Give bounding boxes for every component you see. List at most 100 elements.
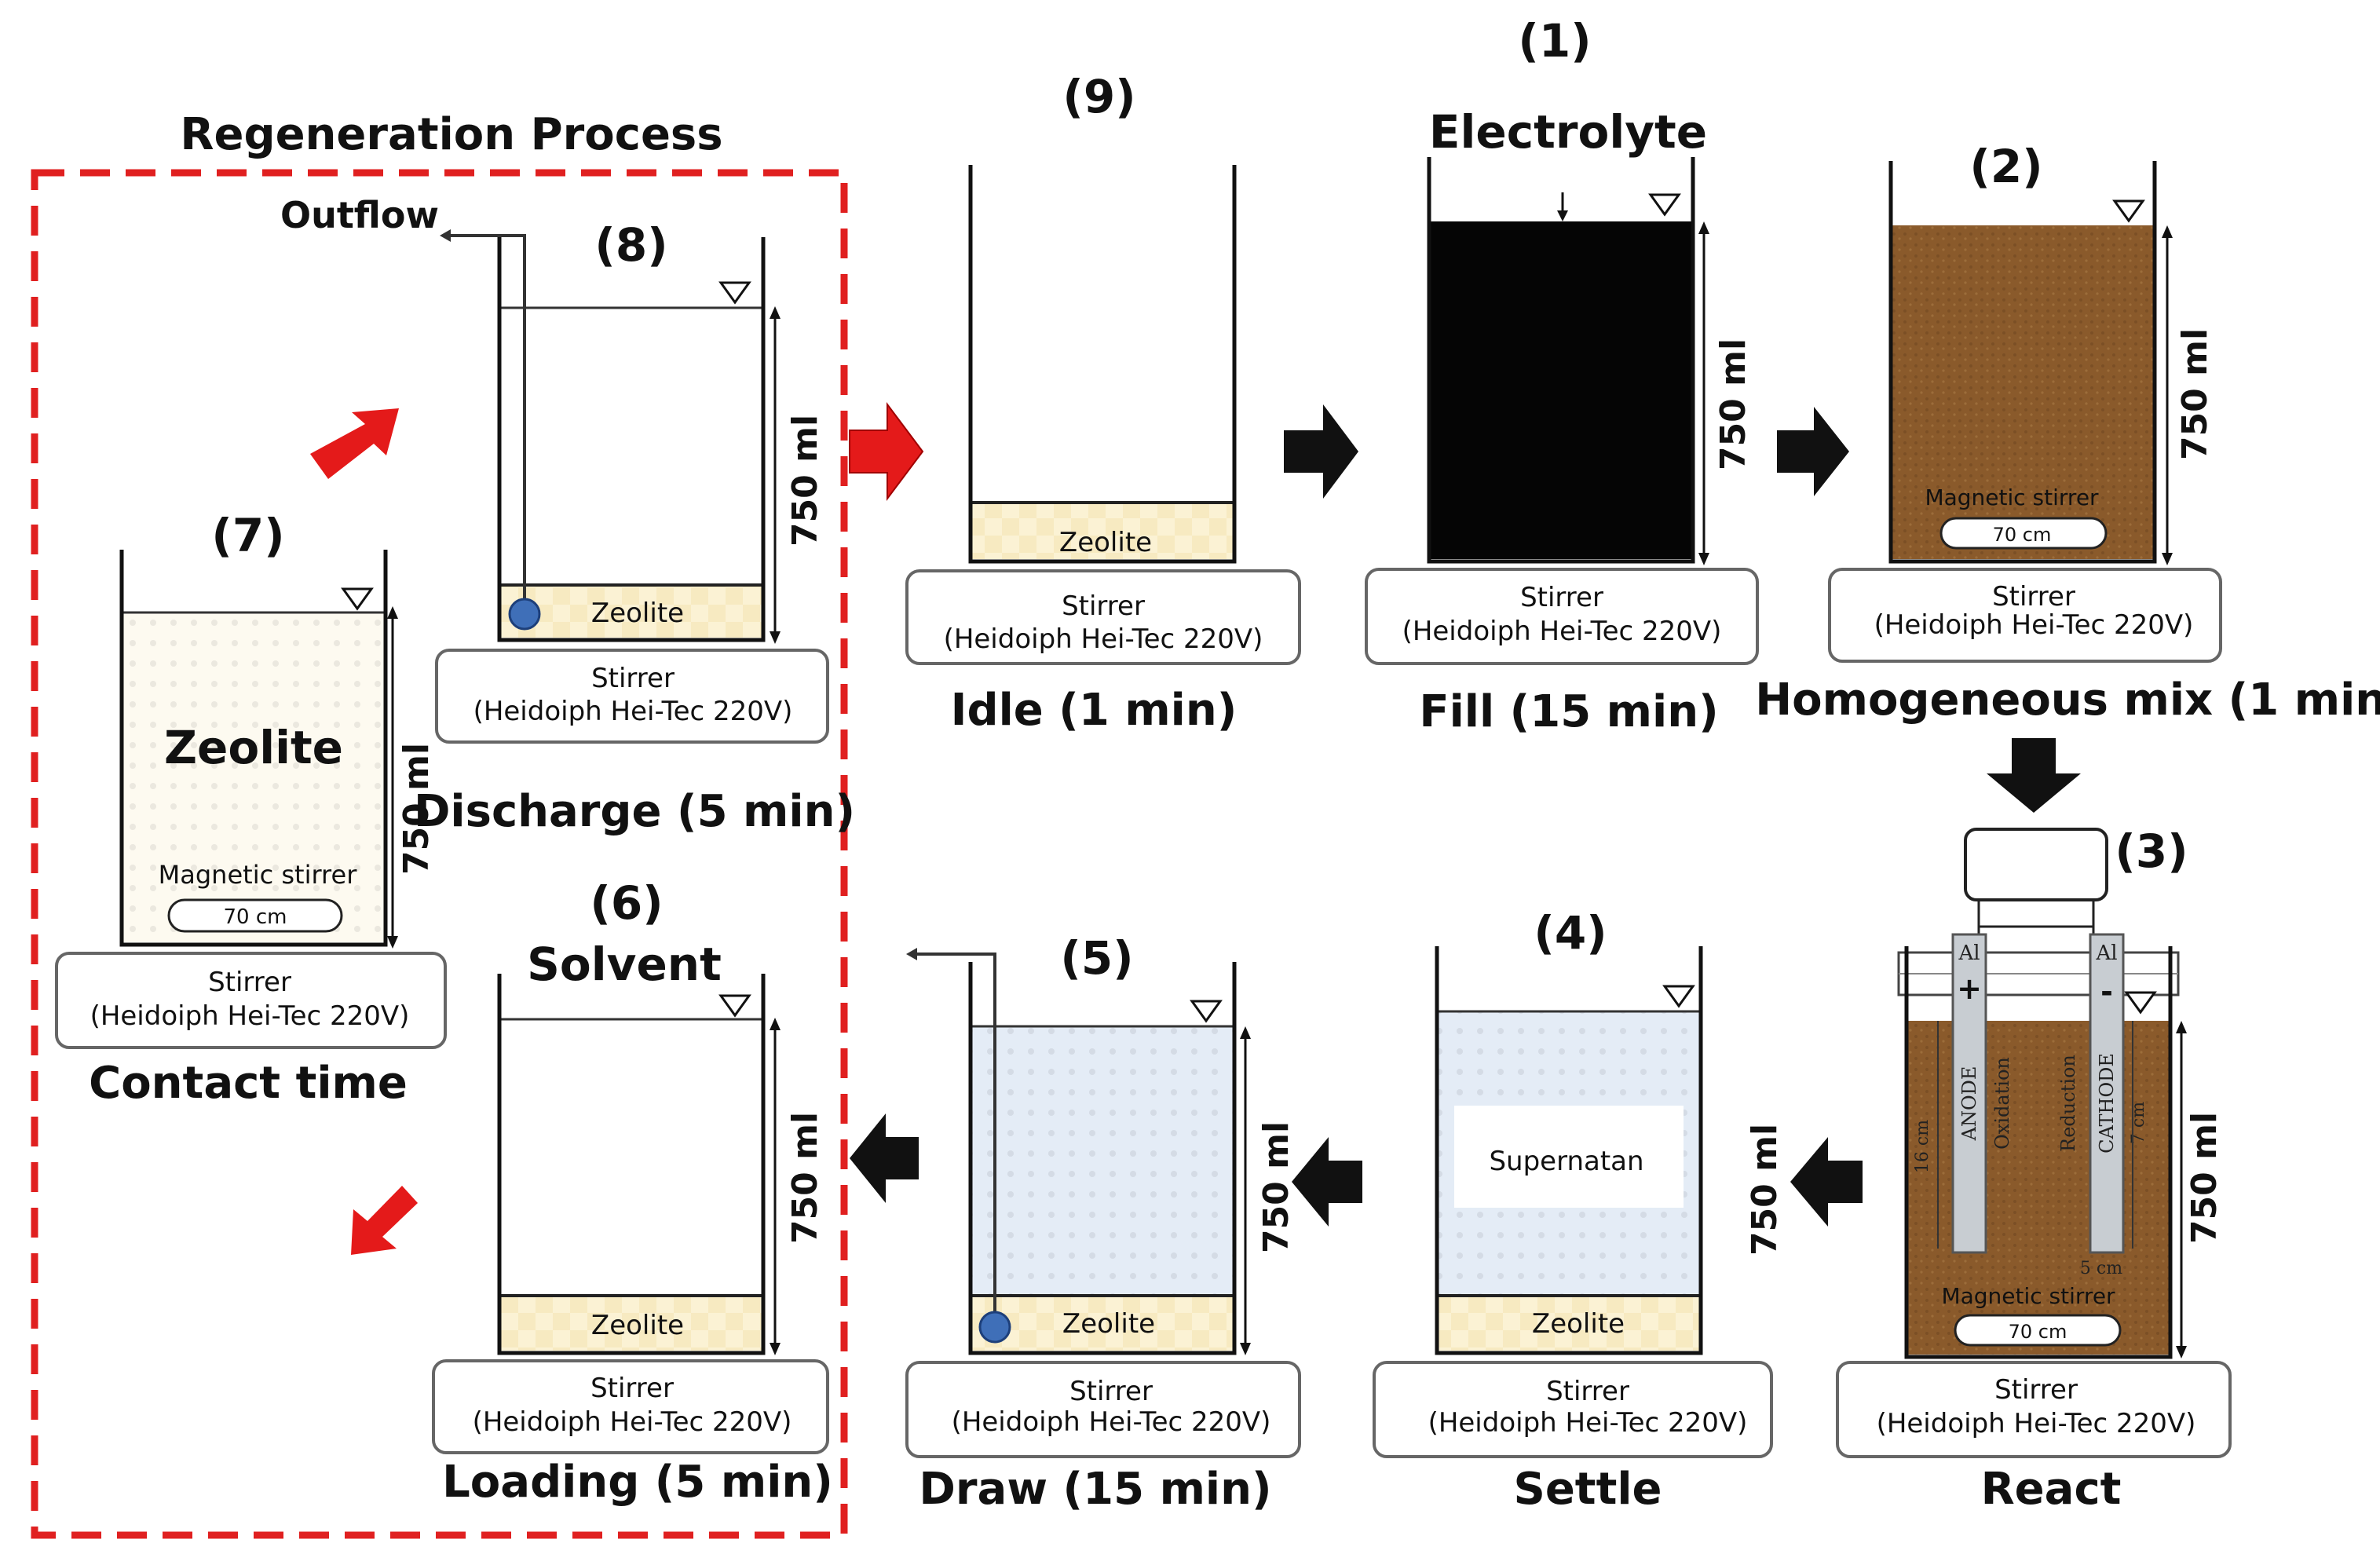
step-8-stirrer-plate bbox=[435, 649, 829, 744]
step-1-stirrer-model: (Heidoiph Hei-Tec 220V) bbox=[1402, 616, 1722, 647]
step-4-reactor: (4) Supernatan Zeolite 750 ml Stirrer (H… bbox=[1373, 906, 1785, 1515]
step-1-reactor: (1) Electrolyte 750 ml Stirrer (Heidoiph… bbox=[1365, 14, 1759, 737]
step-4-stirrer-model: (Heidoiph Hei-Tec 220V) bbox=[1428, 1407, 1748, 1439]
step-7-stirrer-model: (Heidoiph Hei-Tec 220V) bbox=[90, 1000, 410, 1032]
step-6-number: (6) bbox=[590, 876, 663, 930]
step-4-volume-label: 750 ml bbox=[1745, 1124, 1785, 1256]
step-2-caption: Homogeneous mix (1 min) bbox=[1755, 675, 2380, 726]
step-1-stirrer-plate bbox=[1365, 568, 1759, 665]
step-3-stirrer-label: Stirrer bbox=[1994, 1374, 2078, 1406]
anode-reaction: Oxidation bbox=[1991, 1057, 2013, 1150]
step-4-stirrer-label: Stirrer bbox=[1546, 1376, 1629, 1407]
step-3-magnetic-stirrer-label: Magnetic stirrer bbox=[1941, 1283, 2115, 1309]
step-8-outflow-label: Outflow bbox=[280, 194, 439, 236]
step-2-stirrer-label: Stirrer bbox=[1992, 581, 2075, 612]
step-3-volume-label: 750 ml bbox=[2184, 1112, 2225, 1244]
step-2-stirrer-plate bbox=[1828, 568, 2222, 663]
step-1-electrolyte-liquid bbox=[1431, 221, 1691, 559]
step-9-stirrer-label: Stirrer bbox=[1062, 591, 1145, 622]
step-9-zeolite-label: Zeolite bbox=[1059, 527, 1152, 558]
step-6-caption: Loading (5 min) bbox=[442, 1457, 833, 1508]
step-4-zeolite-label: Zeolite bbox=[1532, 1308, 1625, 1340]
step-7-zeolite-label: Zeolite bbox=[164, 721, 343, 774]
step-2-number: (2) bbox=[1969, 140, 2042, 193]
step-4-stirrer-plate bbox=[1373, 1361, 1773, 1458]
step-1-number: (1) bbox=[1518, 14, 1591, 68]
step-8-caption: Discharge (5 min) bbox=[414, 786, 855, 837]
step-1-volume-label: 750 ml bbox=[1713, 338, 1753, 470]
step-3-reactor: (3) Al + ANODE Oxidation 16 cm Al - CATH… bbox=[1836, 825, 2232, 1515]
step-4-number: (4) bbox=[1534, 906, 1607, 960]
regeneration-arrow-icon bbox=[351, 1186, 418, 1255]
step-9-stirrer-model: (Heidoiph Hei-Tec 220V) bbox=[944, 623, 1263, 655]
cathode-metal-label: Al bbox=[2095, 942, 2117, 965]
water-level-icon bbox=[2112, 199, 2145, 223]
step-2-stir-bar-size: 70 cm bbox=[1993, 524, 2052, 546]
step-9-caption: Idle (1 min) bbox=[951, 685, 1238, 736]
step-9-reactor: (9) Zeolite Stirrer (Heidoiph Hei-Tec 22… bbox=[905, 70, 1301, 736]
step-7-number: (7) bbox=[211, 509, 284, 562]
water-level-icon bbox=[1662, 985, 1695, 1008]
step-3-stir-bar-size: 70 cm bbox=[2009, 1321, 2067, 1343]
anode-electrode bbox=[1951, 933, 1987, 1254]
cathode-name: CATHODE bbox=[2096, 1053, 2118, 1154]
step-5-reactor: (5) Zeolite 750 ml Stirrer (Heidoiph Hei… bbox=[905, 931, 1301, 1515]
step-2-volume-label: 750 ml bbox=[2175, 328, 2215, 460]
step-6-reactor: (6) Solvent Zeolite 750 ml Stirrer (Heid… bbox=[432, 876, 833, 1508]
magnetic-stir-bar-icon bbox=[1939, 517, 2108, 550]
step-3-stirrer-model: (Heidoiph Hei-Tec 220V) bbox=[1877, 1408, 2196, 1439]
step-5-number: (5) bbox=[1060, 931, 1133, 985]
anode-metal-label: Al bbox=[1958, 942, 1980, 965]
outlet-ball-icon bbox=[978, 1311, 1011, 1344]
step-5-volume-label: 750 ml bbox=[1256, 1121, 1296, 1253]
step-6-stirrer-plate bbox=[432, 1359, 829, 1454]
regeneration-title: Regeneration Process bbox=[180, 109, 722, 160]
cathode-reaction: Reduction bbox=[2057, 1055, 2079, 1152]
magnetic-stir-bar-icon bbox=[1954, 1314, 2122, 1347]
anode-depth: 16 cm bbox=[1913, 1120, 1932, 1173]
cathode-electrode bbox=[2089, 933, 2125, 1254]
step-1-electrolyte-label: Electrolyte bbox=[1429, 105, 1707, 159]
step-1-caption: Fill (15 min) bbox=[1419, 686, 1718, 737]
step-7-stirrer-plate bbox=[55, 952, 447, 1049]
cathode-depth: 7 cm bbox=[2129, 1102, 2148, 1144]
step-4-supernatant-label: Supernatan bbox=[1489, 1146, 1643, 1177]
electrode-gap-label: 5 cm bbox=[2080, 1259, 2122, 1278]
water-level-icon bbox=[1190, 1000, 1223, 1023]
step-7-stir-bar-size: 70 cm bbox=[224, 905, 287, 929]
magnetic-stir-bar-icon bbox=[167, 898, 343, 933]
step-9-number: (9) bbox=[1062, 70, 1135, 123]
step-8-stirrer-model: (Heidoiph Hei-Tec 220V) bbox=[473, 696, 793, 727]
anode-name: ANODE bbox=[1958, 1066, 1980, 1142]
step-6-volume-label: 750 ml bbox=[785, 1112, 825, 1244]
step-2-magnetic-stirrer-label: Magnetic stirrer bbox=[1925, 484, 2099, 510]
step-8-stirrer-label: Stirrer bbox=[591, 663, 675, 694]
step-8-reactor: (8) Outflow Zeolite 750 ml Stirrer (Heid… bbox=[280, 194, 855, 837]
power-supply-box bbox=[1964, 828, 2108, 901]
step-8-volume-label: 750 ml bbox=[785, 415, 825, 547]
flow-arrow-icon bbox=[1292, 1137, 1362, 1227]
water-level-icon bbox=[2124, 991, 2157, 1015]
flow-arrow-icon bbox=[1987, 738, 2081, 813]
step-5-caption: Draw (15 min) bbox=[919, 1464, 1271, 1515]
step-2-reactor: (2) Magnetic stirrer 70 cm 750 ml Stirre… bbox=[1755, 140, 2380, 726]
step-7-stirrer-label: Stirrer bbox=[208, 967, 291, 998]
step-6-stirrer-label: Stirrer bbox=[590, 1373, 674, 1404]
step-7-volume-label: 750 ml bbox=[397, 743, 437, 875]
step-1-stirrer-label: Stirrer bbox=[1520, 582, 1603, 613]
step-5-stirrer-label: Stirrer bbox=[1069, 1376, 1153, 1407]
water-level-icon bbox=[1648, 193, 1681, 217]
regeneration-arrow-icon bbox=[310, 408, 399, 479]
regeneration-arrow-icon bbox=[849, 402, 924, 501]
outlet-ball-icon bbox=[508, 598, 541, 631]
step-5-stirrer-model: (Heidoiph Hei-Tec 220V) bbox=[952, 1406, 1271, 1438]
step-3-caption: React bbox=[1981, 1464, 2122, 1515]
cathode-sign: - bbox=[2100, 974, 2113, 1009]
step-9-stirrer-plate bbox=[905, 569, 1301, 665]
step-5-outlet-pipe bbox=[911, 953, 996, 1319]
regeneration-boundary bbox=[31, 169, 848, 1539]
flow-arrow-icon bbox=[850, 1113, 919, 1203]
step-5-zeolite-label: Zeolite bbox=[1062, 1308, 1155, 1340]
step-6-solvent-label: Solvent bbox=[527, 938, 722, 991]
